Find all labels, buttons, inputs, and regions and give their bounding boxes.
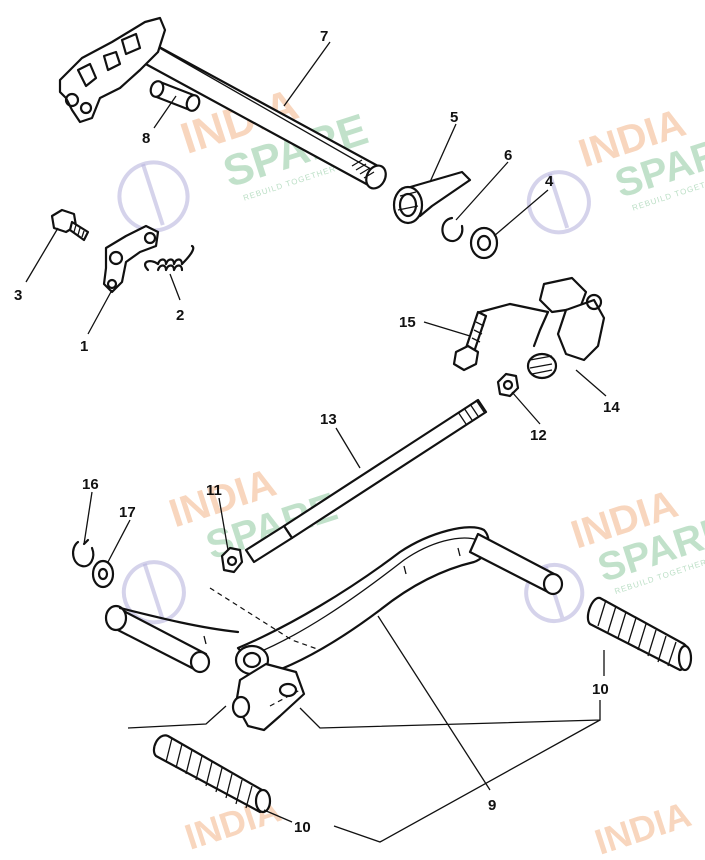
part-4-washer — [469, 226, 499, 260]
wrench-anchor-icon — [121, 560, 186, 625]
watermark-line1: INDIA — [590, 793, 696, 860]
watermark-bottom-right: INDIA — [590, 793, 696, 860]
callout-11: 11 — [206, 482, 222, 499]
part-10-rubber-front — [586, 596, 693, 672]
callout-16: 16 — [82, 476, 99, 493]
part-1-stopper-lever — [102, 224, 160, 294]
callout-8: 8 — [142, 130, 150, 147]
callout-labels: 7 8 5 6 4 3 2 1 15 14 12 13 11 16 17 10 … — [14, 28, 620, 836]
part-14-joint — [526, 276, 606, 380]
callout-14: 14 — [603, 399, 620, 416]
callout-17: 17 — [119, 504, 136, 521]
part-6-circlip — [441, 216, 464, 243]
part-12-nut — [496, 372, 520, 398]
wrench-anchor-icon — [117, 160, 190, 233]
callout-9: 9 — [488, 797, 496, 814]
part-3-bolt — [50, 208, 90, 242]
callout-7: 7 — [320, 28, 328, 45]
assembly-dashed-lines — [209, 587, 321, 707]
callout-15: 15 — [399, 314, 416, 331]
part-7-shift-shaft — [58, 16, 387, 190]
callout-10-front: 10 — [592, 681, 609, 698]
leader-lines — [25, 41, 607, 843]
watermark-top-right: INDIA SPARE REBUILD TOGETHER — [526, 101, 705, 235]
part-2-spring — [143, 244, 195, 272]
part-5-shift-arm — [392, 170, 472, 225]
part-13-shift-rod — [244, 398, 488, 564]
callout-10-bottom: 10 — [294, 819, 311, 836]
wrench-anchor-icon — [526, 170, 591, 235]
part-17-washer — [91, 559, 115, 589]
callout-6: 6 — [504, 147, 512, 164]
callout-4: 4 — [545, 173, 554, 190]
part-8-pin — [149, 80, 201, 112]
callout-5: 5 — [450, 109, 458, 126]
callout-3: 3 — [14, 287, 22, 304]
callout-1: 1 — [80, 338, 88, 355]
part-9-shift-pedal — [104, 526, 564, 732]
callout-12: 12 — [530, 427, 547, 444]
part-11-nut — [220, 546, 244, 574]
callout-2: 2 — [176, 307, 184, 324]
part-16-circlip — [72, 538, 95, 568]
part-10-rubber-rear — [152, 734, 272, 814]
callout-13: 13 — [320, 411, 337, 428]
